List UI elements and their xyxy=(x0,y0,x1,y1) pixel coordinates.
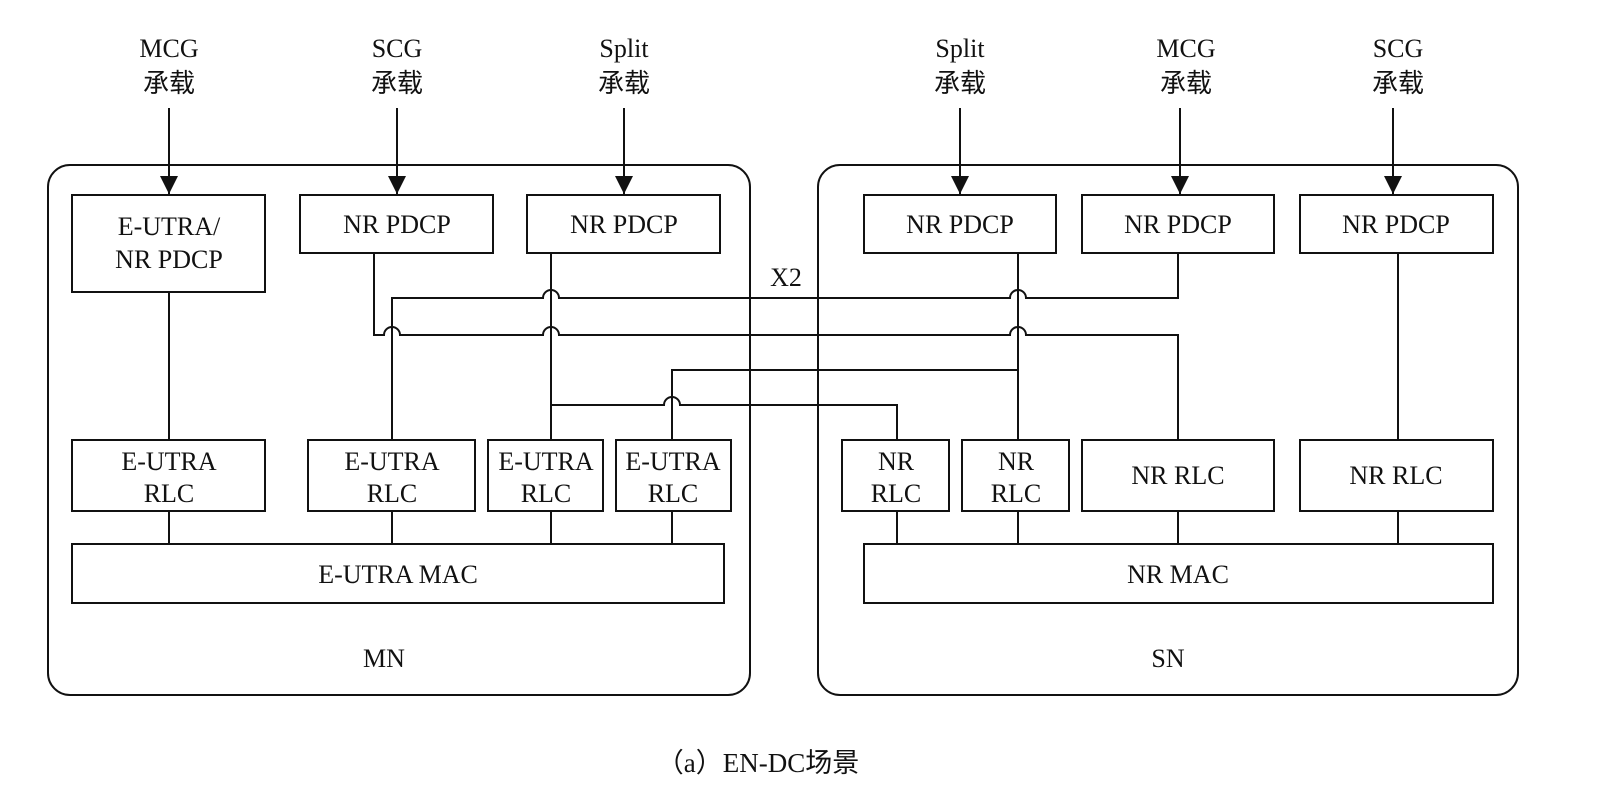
sn-mcg-nr-pdcp-box xyxy=(1081,194,1275,254)
mn-pdcp-1-line1: E-UTRA/ xyxy=(118,212,221,241)
link-sn-mcg-pdcp-mn-rlc xyxy=(391,253,1179,440)
mn-scg-nr-pdcp-box xyxy=(299,194,494,254)
mn-pdcp-2-label: NR PDCP xyxy=(343,210,451,239)
sn-rlc-4-label: NR RLC xyxy=(1349,461,1442,490)
mn-rlc-4-line1: E-UTRA xyxy=(625,447,721,476)
bearer-mn-mcg-name: MCG xyxy=(139,34,198,63)
mn-pdcp-1-line2: NR PDCP xyxy=(115,245,223,274)
mn-rlc-3-line1: E-UTRA xyxy=(498,447,594,476)
sn-rlc-4-box xyxy=(1299,439,1494,512)
sn-nr-mac-box xyxy=(863,543,1494,604)
sn-node xyxy=(817,164,1519,696)
mn-rlc-2-box xyxy=(307,439,476,512)
figure-caption: （a）EN-DC场景 xyxy=(657,748,859,778)
mn-eutra-mac-box xyxy=(71,543,725,604)
sn-mac-label: NR MAC xyxy=(1127,560,1229,589)
mn-pdcp-3-label: NR PDCP xyxy=(570,210,678,239)
sn-rlc-2-box xyxy=(961,439,1070,512)
sn-pdcp-1-label: NR PDCP xyxy=(906,210,1014,239)
bearer-sn-split-word: 承载 xyxy=(934,69,986,98)
mn-node xyxy=(47,164,751,696)
sn-rlc-2-line1: NR xyxy=(998,447,1035,476)
sn-rlc-1-line1: NR xyxy=(878,447,915,476)
bearer-mn-mcg-word: 承载 xyxy=(143,69,195,98)
sn-rlc-1-box xyxy=(841,439,950,512)
mn-split-nr-pdcp-box xyxy=(526,194,721,254)
sn-split-nr-pdcp-box xyxy=(863,194,1057,254)
bearer-mn-scg-word: 承载 xyxy=(371,69,423,98)
sn-pdcp-3-label: NR PDCP xyxy=(1342,210,1450,239)
sn-rlc-2-line2: RLC xyxy=(991,479,1042,508)
mn-rlc-1-box xyxy=(71,439,266,512)
bearer-sn-split-name: Split xyxy=(935,34,985,63)
sn-scg-nr-pdcp-box xyxy=(1299,194,1494,254)
mn-rlc-1-line2: RLC xyxy=(144,479,195,508)
mn-rlc-4-box xyxy=(615,439,732,512)
mn-rlc-3-line2: RLC xyxy=(521,479,572,508)
sn-rlc-3-box xyxy=(1081,439,1275,512)
link-sn-split-branch-mn-rlc xyxy=(671,369,1018,440)
sn-rlc-3-label: NR RLC xyxy=(1131,461,1224,490)
mn-rlc-4-line2: RLC xyxy=(648,479,699,508)
bearer-sn-scg-word: 承载 xyxy=(1372,69,1424,98)
mn-mac-label: E-UTRA MAC xyxy=(318,560,478,589)
link-mn-split-branch-sn-rlc xyxy=(551,396,898,440)
sn-node-label: SN xyxy=(1151,644,1184,673)
bearer-mn-split-word: 承载 xyxy=(598,69,650,98)
mn-rlc-2-line1: E-UTRA xyxy=(344,447,440,476)
mn-eutra-nr-pdcp-box xyxy=(71,194,266,293)
x2-interface-label: X2 xyxy=(770,263,802,292)
bearer-mn-scg-name: SCG xyxy=(372,34,423,63)
mn-rlc-1-line1: E-UTRA xyxy=(121,447,217,476)
mn-rlc-3-box xyxy=(487,439,604,512)
bearer-sn-mcg-word: 承载 xyxy=(1160,69,1212,98)
bearer-sn-scg-name: SCG xyxy=(1373,34,1424,63)
sn-rlc-1-line2: RLC xyxy=(871,479,922,508)
bearer-sn-mcg-name: MCG xyxy=(1156,34,1215,63)
mn-rlc-2-line2: RLC xyxy=(367,479,418,508)
sn-pdcp-2-label: NR PDCP xyxy=(1124,210,1232,239)
mn-node-label: MN xyxy=(363,644,405,673)
bearer-mn-split-name: Split xyxy=(599,34,649,63)
connection-lines xyxy=(168,253,1399,544)
